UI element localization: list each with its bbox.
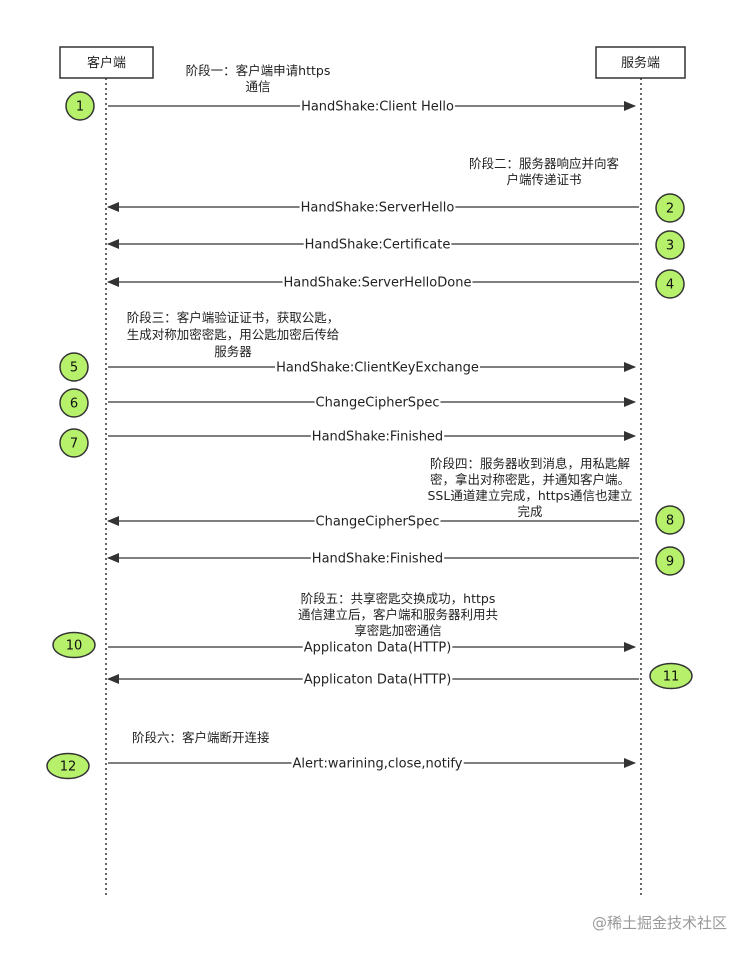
phase-note-line: 服务器 bbox=[214, 344, 252, 359]
step-number-7: 7 bbox=[70, 437, 78, 452]
step-number-badge-6 bbox=[59, 388, 89, 418]
phase-note-p6: 阶段六：客户端断开连接 bbox=[132, 730, 270, 745]
message-8: ChangeCipherSpec 8 bbox=[107, 505, 685, 535]
phase-note-line: SSL通道建立完成，https通信也建立 bbox=[427, 488, 632, 503]
message-label-12: Alert:warining,close,notify bbox=[293, 757, 463, 772]
step-number-9: 9 bbox=[666, 555, 674, 570]
phase-note-p3: 阶段三：客户端验证证书，获取公匙， 生成对称加密密匙，用公匙加密后传给服务器 bbox=[127, 310, 340, 359]
server-participant-label: 服务端 bbox=[621, 55, 660, 71]
phase-note-line: 生成对称加密密匙，用公匙加密后传给 bbox=[127, 327, 340, 342]
step-number-badge-1 bbox=[65, 91, 95, 121]
phase-note-line: 阶段五：共享密匙交换成功，https bbox=[301, 591, 496, 606]
message-10: Applicaton Data(HTTP) 10 bbox=[52, 631, 636, 659]
client-participant-label: 客户端 bbox=[87, 55, 126, 71]
message-label-background-10 bbox=[302, 642, 453, 654]
step-number-badge-11 bbox=[649, 662, 693, 690]
message-4: HandShake:ServerHelloDone 4 bbox=[107, 269, 685, 299]
watermark-text: @稀土掘金技术社区 bbox=[592, 914, 727, 932]
message-2: HandShake:ServerHello 2 bbox=[107, 193, 685, 223]
message-label-6: ChangeCipherSpec bbox=[316, 396, 440, 411]
step-number-badge-5 bbox=[59, 352, 89, 382]
message-label-4: HandShake:ServerHelloDone bbox=[284, 276, 472, 291]
message-3: HandShake:Certificate 3 bbox=[107, 230, 685, 260]
client-participant-box: 客户端 bbox=[59, 46, 154, 79]
message-label-background-4 bbox=[282, 277, 473, 289]
phase-note-line: 完成 bbox=[517, 504, 542, 519]
phase-note-line: 阶段一：客户端申请https bbox=[186, 63, 331, 78]
message-label-background-7 bbox=[310, 431, 445, 443]
step-number-4: 4 bbox=[666, 278, 674, 293]
step-number-badge-10 bbox=[52, 631, 96, 659]
step-number-12: 12 bbox=[60, 760, 77, 775]
message-label-10: Applicaton Data(HTTP) bbox=[304, 641, 452, 656]
message-label-background-1 bbox=[300, 101, 455, 113]
phase-note-line: 户端传递证书 bbox=[506, 172, 581, 187]
step-number-8: 8 bbox=[666, 514, 674, 529]
message-9: HandShake:Finished 9 bbox=[107, 546, 685, 576]
step-number-badge-3 bbox=[655, 230, 685, 260]
message-12: Alert:warining,close,notify 12 bbox=[46, 752, 636, 780]
step-number-1: 1 bbox=[76, 100, 84, 115]
message-label-background-3 bbox=[303, 239, 452, 251]
step-number-5: 5 bbox=[70, 361, 78, 376]
message-label-background-2 bbox=[299, 202, 456, 214]
step-number-badge-7 bbox=[59, 428, 89, 458]
phase-note-line: 通信 bbox=[245, 79, 270, 94]
message-label-background-11 bbox=[302, 674, 453, 686]
step-number-badge-12 bbox=[46, 752, 90, 780]
message-7: HandShake:Finished 7 bbox=[59, 428, 636, 458]
step-number-3: 3 bbox=[666, 239, 674, 254]
step-number-badge-8 bbox=[655, 505, 685, 535]
phase-note-line: 密，拿出对称密匙，并通知客户端。 bbox=[430, 472, 630, 487]
message-label-5: HandShake:ClientKeyExchange bbox=[276, 361, 479, 376]
message-label-background-5 bbox=[275, 362, 480, 374]
message-1: HandShake:Client Hello 1 bbox=[65, 91, 636, 121]
message-label-2: HandShake:ServerHello bbox=[301, 201, 455, 216]
phase-note-line: 阶段六：客户端断开连接 bbox=[132, 730, 270, 745]
phase-note-line: 享密匙加密通信 bbox=[354, 623, 442, 638]
message-11: Applicaton Data(HTTP) 11 bbox=[107, 662, 693, 690]
message-label-7: HandShake:Finished bbox=[312, 430, 443, 445]
message-6: ChangeCipherSpec 6 bbox=[59, 388, 636, 418]
message-label-11: Applicaton Data(HTTP) bbox=[304, 673, 452, 688]
messages-layer: HandShake:Client Hello 1HandShake:ServerH… bbox=[46, 91, 693, 780]
message-label-background-8 bbox=[314, 516, 441, 528]
step-number-10: 10 bbox=[66, 639, 83, 654]
server-participant-box: 服务端 bbox=[595, 46, 686, 79]
phase-note-line: 阶段二：服务器响应并向客 bbox=[469, 156, 620, 171]
message-5: HandShake:ClientKeyExchange 5 bbox=[59, 352, 636, 382]
step-number-11: 11 bbox=[663, 670, 680, 685]
phase-note-line: 阶段四：服务器收到消息，用私匙解 bbox=[430, 456, 630, 471]
message-label-background-6 bbox=[314, 397, 441, 409]
message-label-8: ChangeCipherSpec bbox=[316, 515, 440, 530]
step-number-badge-2 bbox=[655, 193, 685, 223]
message-label-9: HandShake:Finished bbox=[312, 552, 443, 567]
step-number-badge-9 bbox=[655, 546, 685, 576]
phase-note-p4: 阶段四：服务器收到消息，用私匙解密，拿出对称密匙，并通知客户端。SSL通道建立完… bbox=[427, 456, 632, 519]
message-label-background-12 bbox=[291, 758, 464, 770]
phase-note-line: 通信建立后，客户端和服务器利用共 bbox=[298, 607, 498, 622]
step-number-badge-4 bbox=[655, 269, 685, 299]
message-label-1: HandShake:Client Hello bbox=[301, 100, 454, 115]
phase-note-line: 阶段三：客户端验证证书，获取公匙， bbox=[127, 310, 340, 325]
step-number-6: 6 bbox=[70, 397, 78, 412]
step-number-2: 2 bbox=[666, 202, 674, 217]
message-label-background-9 bbox=[310, 553, 445, 565]
phase-note-p2: 阶段二：服务器响应并向客户端传递证书 bbox=[469, 156, 620, 187]
message-label-3: HandShake:Certificate bbox=[305, 238, 451, 253]
